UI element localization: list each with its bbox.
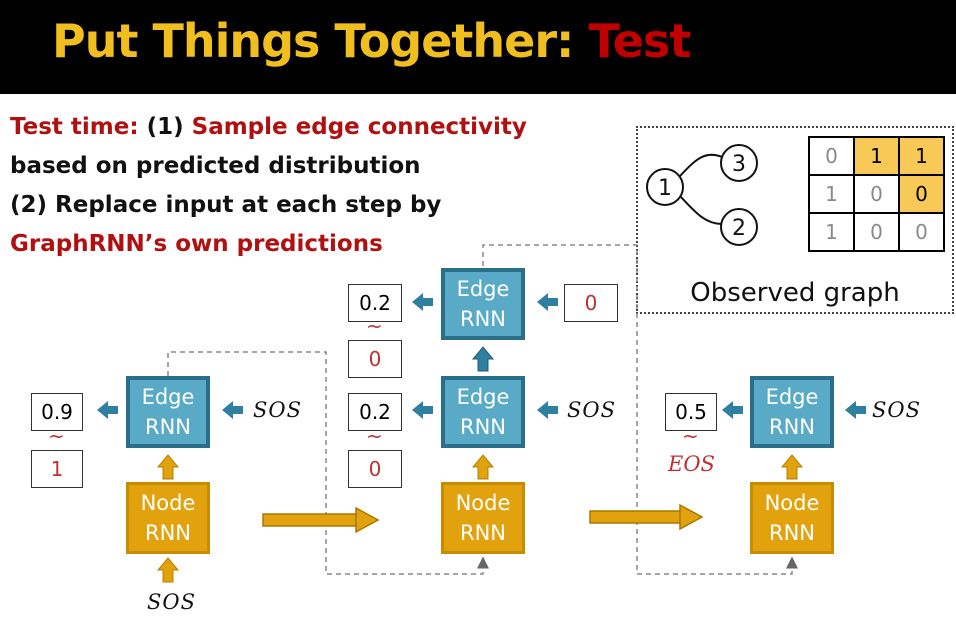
graph-node-label: 1 [658,176,672,201]
node-transition-arrow [589,503,704,531]
desc-line-4: GraphRNN’s own predictions [10,231,383,257]
graph-edge [679,195,723,225]
test-time-label: Test time: [10,114,139,140]
sos-label: SOS [147,590,196,614]
matrix-cell: 1 [898,136,945,176]
matrix-cell: 1 [853,136,900,176]
dashed-feedback-line [167,351,489,575]
sample-box: 0 [348,450,402,488]
matrix-cell: 0 [898,174,945,214]
prob-box: 0.2 [348,284,402,322]
title-highlight: Test [588,14,691,68]
matrix-cell: 0 [808,136,855,176]
matrix-cell: 0 [898,212,945,252]
matrix-cell: 0 [853,212,900,252]
slide-title: Put Things Together: Test [52,14,691,68]
graph-edge [679,153,723,177]
title-bar: Put Things Together: Test [0,0,956,94]
matrix-cell: 1 [808,212,855,252]
graph-node [720,208,758,246]
observed-graph-label: Observed graph [690,278,900,308]
left-arrow-icon [97,293,866,419]
matrix-cell: 1 [808,174,855,214]
node-transition-arrow [262,506,380,534]
sample-tilde: ~ [682,424,699,448]
dashed-feedback-line [482,244,798,575]
sample-tilde: ~ [366,424,383,448]
up-arrow-icon [471,454,495,480]
sample-box: 0 [348,340,402,378]
sample-tilde: ~ [366,314,383,338]
prob-box: 0.9 [31,393,83,431]
adjacency-matrix: 0 1 1 1 0 0 1 0 0 [808,136,945,252]
observed-graph-drawing: 1 3 2 [646,144,758,246]
up-arrow-icon [156,454,180,480]
desc-line-3: (2) Replace input at each step by [10,192,442,218]
prob-box: 0.2 [348,393,402,431]
desc-line-2: based on predicted distribution [10,153,421,179]
sos-label: SOS [253,398,302,422]
prob-box: 0.5 [665,393,717,431]
eos-label: EOS [668,452,715,476]
graph-node-label: 3 [732,152,746,177]
input-box: 0 [564,284,618,322]
sample-tilde: ~ [48,424,65,448]
up-arrow-icon [780,454,804,480]
matrix-cell: 0 [853,174,900,214]
graph-node-label: 2 [732,216,746,241]
sample-box: 1 [31,450,83,488]
up-arrow-icon [471,346,495,372]
description: Test time: (1) Sample edge connectivity … [10,108,527,264]
graph-node [646,168,684,206]
up-arrow-icon [156,557,180,583]
sos-label: SOS [872,398,921,422]
graph-node [720,144,758,182]
sos-label: SOS [567,398,616,422]
observed-graph-panel [636,126,954,314]
